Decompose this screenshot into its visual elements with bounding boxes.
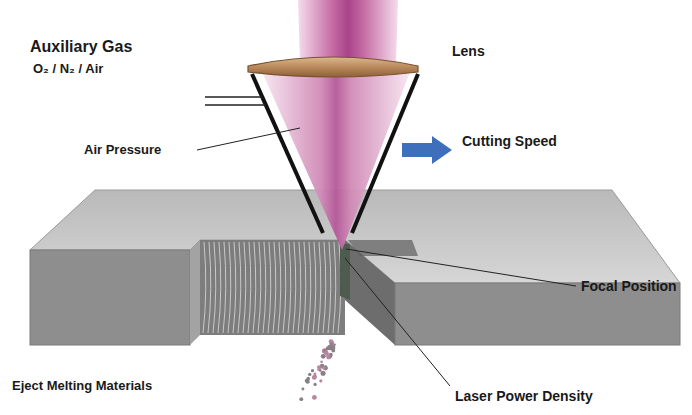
droplet [329, 342, 332, 345]
droplet [319, 379, 322, 382]
droplet [326, 347, 330, 351]
striation [208, 242, 211, 333]
droplet [322, 366, 325, 369]
striations [203, 242, 341, 333]
part-label: Air Pressure [84, 143, 161, 158]
striation [253, 242, 256, 333]
droplet [321, 371, 326, 376]
parameter-label: Laser Power Density [455, 388, 593, 404]
droplet [314, 375, 317, 378]
striation [333, 242, 336, 333]
droplet [299, 397, 303, 401]
striation [313, 242, 316, 333]
droplet [306, 377, 310, 381]
droplet [308, 373, 311, 376]
striation [223, 242, 226, 333]
droplet [330, 355, 332, 357]
striation [213, 242, 216, 333]
workpiece-front-left [30, 250, 190, 345]
striation [203, 242, 206, 333]
gas-inlet [205, 97, 266, 105]
striation [218, 242, 221, 333]
droplet [301, 388, 304, 391]
droplet [325, 350, 327, 352]
striation [323, 242, 326, 333]
slot-side [190, 240, 200, 345]
striation [278, 242, 281, 333]
nozzle-wall [252, 74, 323, 233]
cut-wall [200, 240, 345, 335]
droplet [313, 383, 316, 386]
striation [283, 242, 286, 333]
process-label: Eject Melting Materials [12, 379, 152, 394]
gas-types: O₂ / N₂ / Air [33, 62, 103, 77]
motion-label: Cutting Speed [462, 133, 557, 149]
striation [328, 242, 331, 333]
striation [233, 242, 236, 333]
striation [238, 242, 241, 333]
droplet [312, 395, 317, 400]
striation [268, 242, 271, 333]
lens [248, 57, 418, 77]
striation [258, 242, 261, 333]
striation [298, 242, 301, 333]
striation [293, 242, 296, 333]
laser-beam [298, 0, 398, 62]
striation [288, 242, 291, 333]
droplet [333, 343, 336, 346]
gas-label: Auxiliary Gas [30, 38, 132, 56]
leader-line [346, 249, 576, 286]
droplet [313, 372, 316, 375]
striation [263, 242, 266, 333]
molten-droplets [299, 339, 335, 401]
leader-line [197, 128, 300, 150]
droplet [317, 365, 321, 369]
striation [248, 242, 251, 333]
kerf [340, 244, 350, 300]
striation [243, 242, 246, 333]
parameter-label: Focal Position [581, 278, 677, 294]
part-label: Lens [452, 43, 485, 59]
striation [308, 242, 311, 333]
striation [303, 242, 306, 333]
direction-arrow [402, 136, 452, 164]
kerf-shadow [348, 240, 418, 256]
striation [228, 242, 231, 333]
focused-beam [262, 72, 410, 250]
droplet [320, 360, 323, 363]
droplet [311, 369, 314, 372]
striation [318, 242, 321, 333]
droplet [312, 375, 317, 380]
striation [273, 242, 276, 333]
leader-line [345, 258, 450, 386]
